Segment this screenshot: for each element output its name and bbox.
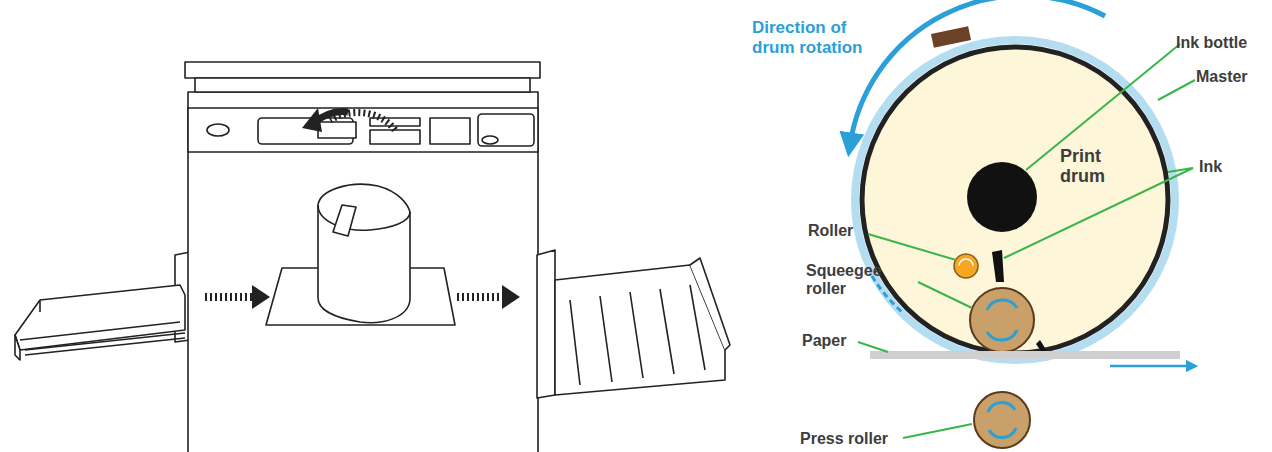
feed-arrow [205,293,255,301]
printer-machine [15,62,730,452]
master-dashed [872,276,902,312]
part-label: Direction of drum rotation [752,18,882,57]
part-label: Squeegee roller [806,262,906,299]
print-drum [862,47,1168,353]
feed-arrow [457,293,505,301]
part-label: Ink bottle [1176,34,1266,52]
paper-sheet [870,351,1180,359]
paper-direction-arrow [1110,365,1192,368]
ink-bottle [967,162,1037,232]
roller [954,254,978,278]
leader-lines [858,44,1195,438]
part-label: Roller [808,222,868,240]
drum-node: Print drum [862,47,1168,353]
part-label: Press roller [800,430,910,448]
rotation-arrow [302,108,322,132]
squeegee-roller [970,288,1034,352]
feed-arrow [252,285,270,309]
part-label: Ink [1199,158,1259,176]
part-label: Paper [802,332,862,350]
drum-outline [862,47,1168,353]
ink-blade [992,250,1004,282]
feed-arrow [502,285,520,309]
ink-bottle-tab [931,26,971,48]
drum-label: Print drum [1060,147,1130,187]
press-roller [974,392,1030,448]
part-label: Master [1196,68,1266,86]
